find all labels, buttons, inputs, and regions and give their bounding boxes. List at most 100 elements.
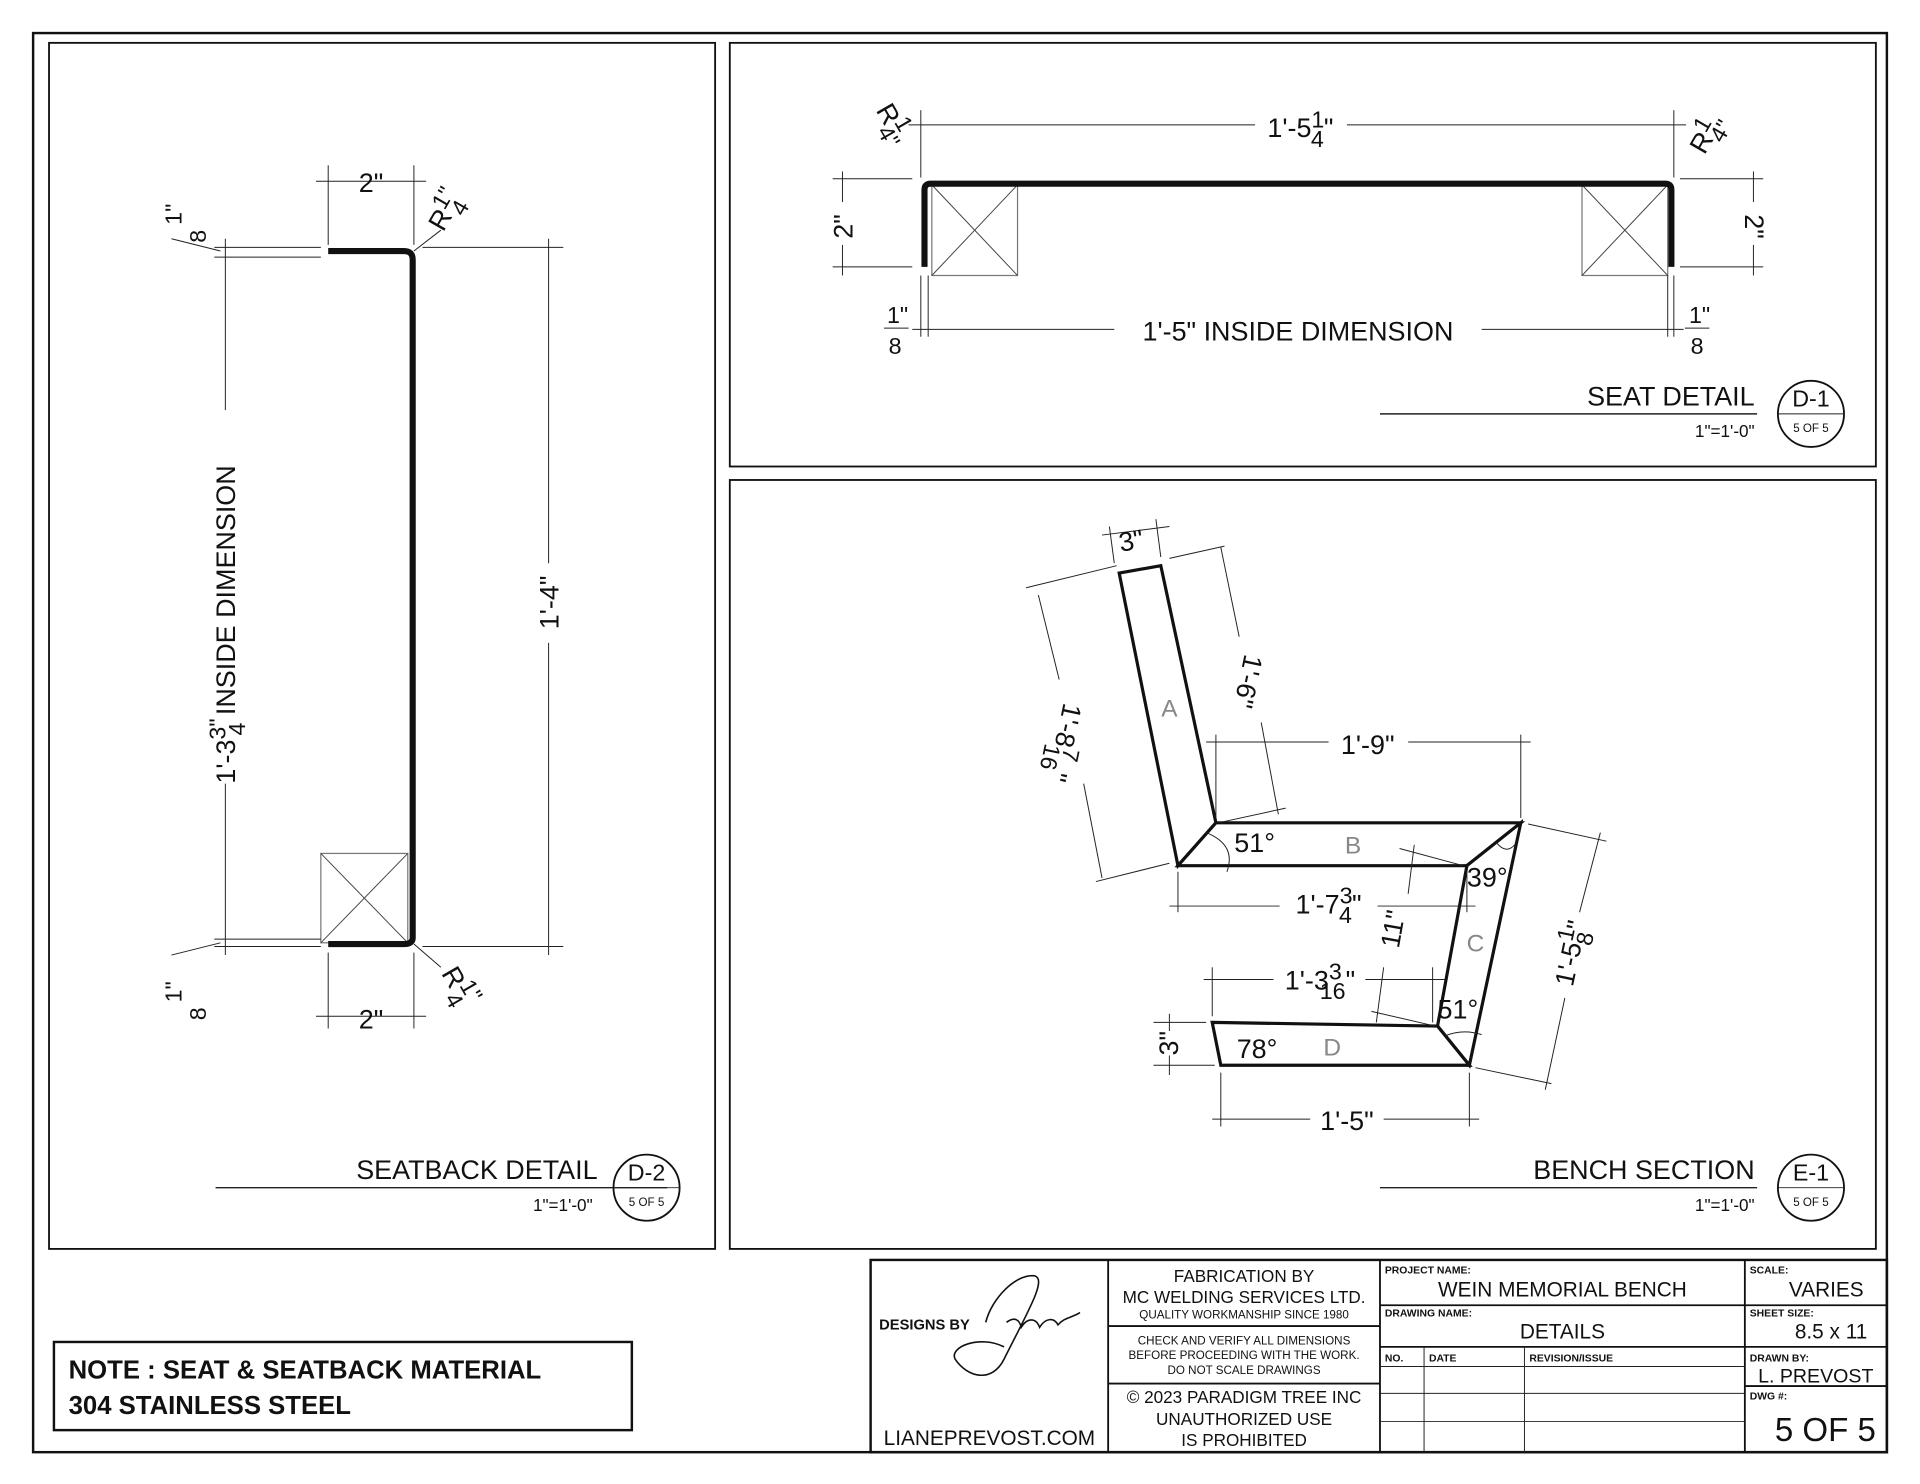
svg-text:DWG #:: DWG #: (1750, 1392, 1788, 1403)
drawing-name: DETAILS (1520, 1320, 1605, 1343)
svg-text:8: 8 (889, 333, 902, 359)
part-label: B (1345, 832, 1361, 859)
svg-text:SCALE:: SCALE: (1750, 1265, 1789, 1276)
seatback-dimension-lines (171, 165, 668, 1189)
bench-dimension-lines (1026, 519, 1758, 1189)
svg-text:1": 1" (160, 204, 186, 225)
radius-right-dim: R14" (1678, 105, 1738, 163)
drawn-by-value: L. PREVOST (1758, 1365, 1873, 1387)
svg-text:© 2023 PARADIGM TREE INC: © 2023 PARADIGM TREE INC (1127, 1387, 1362, 1407)
svg-text:QUALITY WORKMANSHIP SINCE 1980: QUALITY WORKMANSHIP SINCE 1980 (1139, 1309, 1349, 1322)
svg-text:DATE: DATE (1429, 1354, 1457, 1365)
part-d (1210, 1020, 1473, 1067)
dwg-number: 5 OF 5 (1775, 1412, 1876, 1449)
detail-title: BENCH SECTION (1533, 1155, 1754, 1185)
material-note: NOTE : SEAT & SEATBACK MATERIAL 304 STAI… (52, 1340, 634, 1432)
seatback-channel-profile (328, 247, 416, 948)
svg-text:NOTE : SEAT & SEATBACK MATERIA: NOTE : SEAT & SEATBACK MATERIAL (69, 1357, 542, 1385)
svg-text:NO.: NO. (1385, 1354, 1404, 1365)
detail-callout-bubble: D-1 5 OF 5 (1776, 379, 1845, 448)
leg-right-dim: 2" (1739, 214, 1769, 239)
svg-text:MC WELDING SERVICES LTD.: MC WELDING SERVICES LTD. (1123, 1287, 1366, 1307)
angle-label: 78° (1237, 1034, 1278, 1064)
detail-title: SEATBACK DETAIL (356, 1155, 597, 1185)
angle-label: 39° (1467, 862, 1508, 892)
svg-text:DESIGNS BY: DESIGNS BY (879, 1318, 970, 1334)
svg-text:FABRICATION BY: FABRICATION BY (1174, 1266, 1315, 1286)
angle-label: 51° (1234, 828, 1275, 858)
svg-text:PROJECT NAME:: PROJECT NAME: (1385, 1265, 1471, 1276)
part-a-outer-dim: 1'-8716" (1033, 699, 1094, 786)
svg-text:IS PROHIBITED: IS PROHIBITED (1181, 1430, 1307, 1450)
svg-text:UNAUTHORIZED USE: UNAUTHORIZED USE (1156, 1409, 1332, 1429)
svg-text:DRAWING NAME:: DRAWING NAME: (1385, 1308, 1472, 1319)
panel-border (728, 41, 1877, 468)
project-name: WEIN MEMORIAL BENCH (1438, 1279, 1687, 1302)
thickness-right-dim: 1" 8 (1684, 302, 1710, 359)
svg-text:5 OF 5: 5 OF 5 (1793, 1196, 1829, 1209)
part-c-outer-dim: 1'-518" (1543, 916, 1601, 990)
svg-text:E-1: E-1 (1793, 1159, 1829, 1185)
part-c-inner-dim: 11" (1375, 908, 1411, 950)
radius-bottom-dim: R1"4 (428, 958, 488, 1016)
detail-scale: 1"=1'-0" (1695, 1195, 1755, 1215)
thickness-top-dim: 1" 8 (160, 204, 210, 243)
svg-text:5 OF 5: 5 OF 5 (629, 1196, 665, 1209)
svg-text:DO NOT SCALE DRAWINGS: DO NOT SCALE DRAWINGS (1168, 1364, 1321, 1377)
svg-text:DRAWN BY:: DRAWN BY: (1750, 1354, 1809, 1365)
svg-text:8: 8 (185, 230, 211, 243)
leg-left-dim: 2" (828, 214, 858, 239)
part-label: A (1161, 695, 1178, 722)
flange-bottom-dim: 2" (359, 1005, 384, 1035)
seat-dimension-lines (832, 110, 1764, 415)
detail-scale: 1"=1'-0" (533, 1195, 593, 1215)
svg-text:1": 1" (887, 302, 908, 328)
svg-text:1": 1" (160, 981, 186, 1002)
part-a-width-dim: 3" (1116, 524, 1145, 558)
part-d-bottom-dim: 1'-5" (1320, 1106, 1374, 1136)
part-a-inner-dim: 1'-6" (1228, 652, 1268, 711)
website-link[interactable]: LIANEPREVOST.COM (884, 1427, 1095, 1450)
svg-text:BEFORE PROCEEDING WITH THE WOR: BEFORE PROCEEDING WITH THE WORK. (1129, 1349, 1360, 1362)
inside-width-dim: 1'-5" INSIDE DIMENSION (1142, 316, 1453, 346)
detail-callout-bubble: E-1 5 OF 5 (1776, 1153, 1845, 1222)
svg-text:REVISION/ISSUE: REVISION/ISSUE (1529, 1354, 1613, 1365)
designs-by-liane-logo: DESIGNS BY (879, 1275, 1081, 1377)
svg-text:1": 1" (1689, 302, 1710, 328)
svg-text:5 OF 5: 5 OF 5 (1793, 422, 1829, 435)
seat-channel-profile (921, 180, 1675, 267)
part-label: D (1323, 1034, 1341, 1061)
flange-top-dim: 2" (359, 168, 384, 198)
panel-border (728, 479, 1877, 1250)
detail-title: SEAT DETAIL (1587, 381, 1755, 411)
detail-callout-bubble: D-2 5 OF 5 (612, 1153, 681, 1222)
svg-text:8: 8 (185, 1007, 211, 1020)
svg-text:304 STAINLESS STEEL: 304 STAINLESS STEEL (69, 1392, 351, 1420)
panel-border (48, 41, 717, 1250)
radius-left-dim: R14" (863, 95, 923, 153)
inside-dimension-dim: 1'-33"4 INSIDE DIMENSION (204, 465, 250, 783)
svg-text:8: 8 (1691, 333, 1704, 359)
scale-value: VARIES (1789, 1279, 1864, 1302)
seatback-detail-panel: 2" 2" 1" 8 1" 8 R1"4 R1"4 1'-33"4 INSIDE… (48, 41, 717, 1250)
radius-top-dim: R1"4 (417, 182, 477, 240)
overall-height-dim: 1'-4" (534, 576, 564, 630)
detail-scale: 1"=1'-0" (1695, 421, 1755, 441)
svg-text:D-1: D-1 (1792, 386, 1829, 412)
title-block: DESIGNS BY LIANEPREVOST.COM FABRICATION … (869, 1258, 1889, 1454)
angle-label: 51° (1438, 995, 1479, 1025)
thickness-bottom-dim: 1" 8 (160, 981, 210, 1020)
sheet-size-value: 8.5 x 11 (1795, 1320, 1867, 1343)
svg-text:CHECK AND VERIFY ALL DIMENSION: CHECK AND VERIFY ALL DIMENSIONS (1138, 1334, 1351, 1347)
part-b-top-dim: 1'-9" (1341, 730, 1395, 760)
part-label: C (1467, 930, 1485, 957)
svg-text:D-2: D-2 (628, 1159, 665, 1185)
thickness-left-dim: 1" 8 (884, 302, 909, 359)
svg-text:SHEET SIZE:: SHEET SIZE: (1750, 1308, 1814, 1319)
